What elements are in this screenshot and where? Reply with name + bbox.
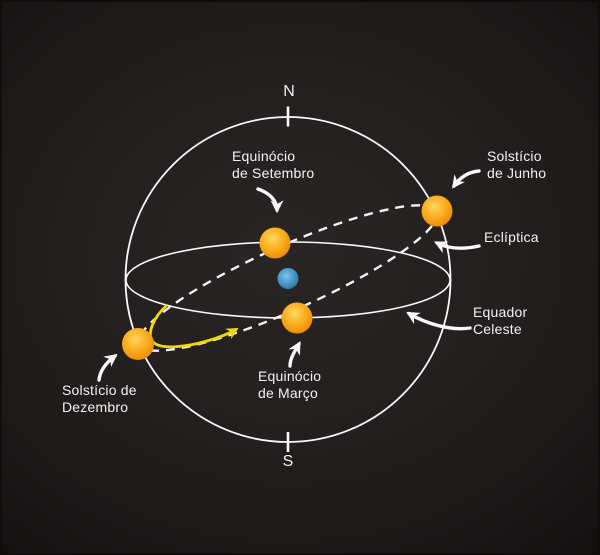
march-equinox-label: Equinócio de Março	[258, 368, 321, 402]
june-solstice-sun	[421, 195, 453, 227]
north-pole-label: N	[283, 83, 295, 100]
celestial-equator-label-line1: Equador	[473, 304, 528, 320]
sun-motion-arrow	[148, 304, 239, 349]
december-solstice-label: Solstício de Dezembro	[62, 382, 137, 416]
september-equinox-label-line2: de Setembro	[232, 165, 315, 181]
ecliptic-label: Eclíptica	[484, 229, 539, 245]
south-pole-label: S	[282, 453, 294, 470]
march-equinox-label-line1: Equinócio	[258, 368, 322, 384]
december-solstice-label-line2: Dezembro	[62, 399, 129, 415]
celestial-equator-pointer-arrow	[406, 311, 472, 331]
june-solstice-label: Solstício de Junho	[487, 148, 546, 182]
celestial-equator-label-line2: Celeste	[473, 321, 522, 337]
ecliptic-pointer-arrow	[434, 241, 481, 254]
celestial-equator-label: Equador Celeste	[473, 304, 527, 338]
september-equinox-pointer-arrow	[256, 187, 284, 214]
march-equinox-sun	[281, 302, 313, 334]
september-equinox-label: Equinócio de Setembro	[232, 148, 314, 182]
december-solstice-label-line1: Solstício de	[62, 382, 137, 398]
september-equinox-label-line1: Equinócio	[232, 148, 296, 164]
june-solstice-pointer-arrow	[452, 169, 481, 189]
march-equinox-pointer-arrow	[288, 341, 301, 368]
september-equinox-sun	[259, 227, 291, 259]
earth-sphere	[277, 268, 299, 289]
june-solstice-label-line2: de Junho	[487, 165, 547, 181]
december-solstice-pointer-arrow	[97, 354, 118, 382]
december-solstice-sun	[122, 328, 154, 360]
march-equinox-label-line2: de Março	[258, 385, 318, 401]
june-solstice-label-line1: Solstício	[487, 148, 542, 164]
